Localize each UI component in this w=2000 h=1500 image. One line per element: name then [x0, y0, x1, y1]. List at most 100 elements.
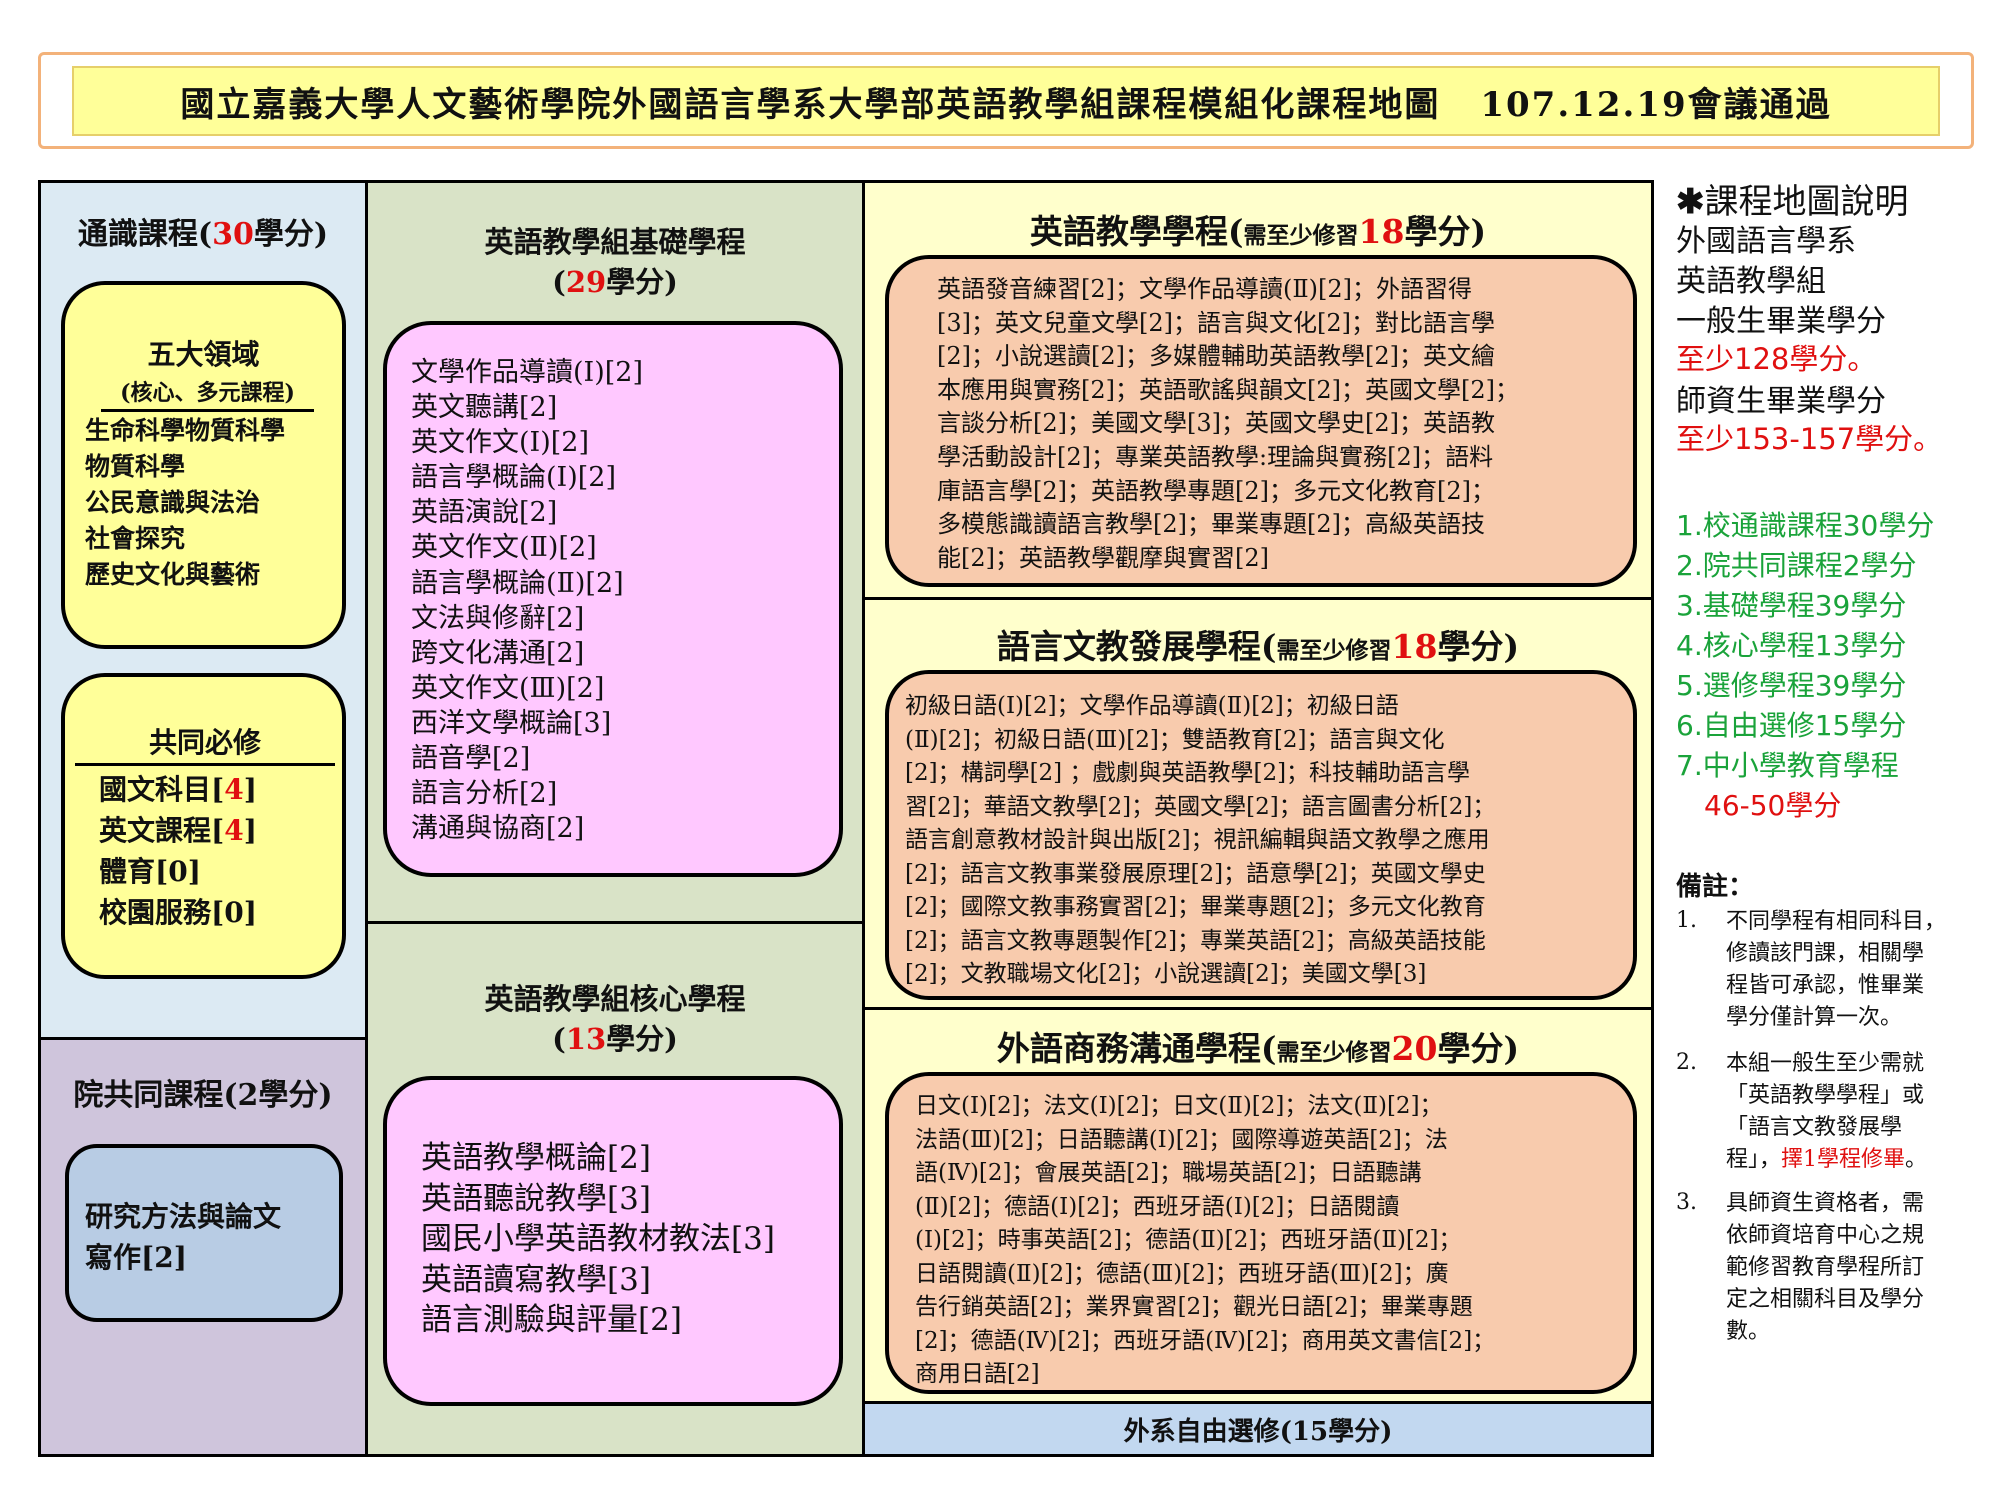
common-required-box: 共同必修 國文科目[4] 英文課程[4] 體育[0] 校園服務[0]: [61, 673, 346, 979]
list-item: 公民意識與法治: [85, 488, 261, 517]
course-line: 能[2]；英語教學觀摩與實習[2]: [937, 543, 1269, 572]
credit-list-item: 46-50學分: [1704, 789, 1842, 822]
english-teaching-courses-box: 英語發音練習[2]；文學作品導讀(Ⅱ)[2]；外語習得 [3]；英文兒童文學[2…: [885, 255, 1637, 587]
course-item: 英文作文(Ⅲ)[2]: [411, 672, 605, 704]
course-item: 語言分析[2]: [411, 778, 558, 810]
credit-list-item: 2.院共同課程2學分: [1676, 549, 1917, 582]
remark-number: 1.: [1676, 908, 1697, 933]
course-item: 語言測驗與評量[2]: [421, 1302, 682, 1338]
credit-list-item: 6.自由選修15學分: [1676, 709, 1907, 742]
language-culture-panel: 語言文教發展學程(需至少修習18學分) 初級日語(Ⅰ)[2]；文學作品導讀(Ⅱ)…: [862, 597, 1654, 1010]
course-line: 習[2]；華語文教學[2]；英國文學[2]；語言圖書分析[2]；: [905, 793, 1496, 820]
course-line: 言談分析[2]；美國文學[3]；英國文學史[2]；英語教: [937, 409, 1495, 438]
five-areas-subtitle: (核心、多元課程): [101, 375, 314, 412]
basic-program-caption: 英語教學組基礎學程: [484, 225, 746, 259]
title-date: 107.12.19會議通過: [1480, 84, 1832, 125]
course-line: 本應用與實務[2]；英語歌謠與韻文[2]；英國文學[2]；: [937, 375, 1519, 404]
list-item: 生命科學物質科學: [85, 416, 286, 445]
course-item: 跨文化溝通[2]: [411, 637, 585, 669]
course-item: 英文聽講[2]: [411, 392, 558, 424]
list-item: 物質科學: [85, 452, 186, 481]
english-teaching-panel: 英語教學學程(需至少修習18學分) 英語發音練習[2]；文學作品導讀(Ⅱ)[2]…: [862, 180, 1654, 600]
five-areas-box: 五大領域 (核心、多元課程) 生命科學物質科學 物質科學 公民意識與法治 社會探…: [61, 281, 346, 649]
basic-courses-list: 文學作品導讀(Ⅰ)[2] 英文聽講[2] 英文作文(Ⅰ)[2] 語言學概論(Ⅰ)…: [411, 355, 643, 846]
course-line: (Ⅰ)[2]；時事英語[2]；德語(Ⅱ)[2]；西班牙語(Ⅱ)[2]；: [915, 1227, 1462, 1253]
notes-intro-line: 一般生畢業學分: [1676, 304, 1886, 339]
course-line: 日語閱讀(Ⅱ)[2]；德語(Ⅲ)[2]；西班牙語(Ⅲ)[2]；廣: [915, 1260, 1449, 1287]
course-line: [2]；文教職場文化[2]；小說選讀[2]；美國文學[3]: [905, 961, 1427, 987]
credit-list-item: 5.選修學程39學分: [1676, 669, 1907, 702]
course-line: 庫語言學[2]；英語教學專題[2]；多元文化教育[2]；: [937, 476, 1495, 505]
basic-program-panel: 英語教學組基礎學程 (29學分) 文學作品導讀(Ⅰ)[2] 英文聽講[2] 英文…: [365, 180, 865, 924]
course-item: 英語教學概論[2]: [421, 1140, 651, 1176]
course-item: 國民小學英語教材教法[3]: [421, 1221, 775, 1257]
course-line: 商用日語[2]: [915, 1361, 1040, 1387]
notes-intro-line: 外國語言學系: [1676, 224, 1856, 259]
course-item: 語言學概論(Ⅱ)[2]: [411, 567, 624, 599]
course-line: 語(Ⅳ)[2]；會展英語[2]；職場英語[2]；日語聽講: [915, 1160, 1422, 1186]
remark-3: 具師資生資格者，需 依師資培育中心之規 範修習教育學程所訂 定之相關科目及學分 …: [1726, 1191, 1925, 1344]
course-line: 學活動設計[2]；專業英語教學:理論與實務[2]；語料: [937, 442, 1494, 471]
english-teaching-caption: 英語教學學程(需至少修習18學分): [1029, 212, 1487, 251]
course-line: 日文(Ⅰ)[2]；法文(Ⅰ)[2]；日文(Ⅱ)[2]；法文(Ⅱ)[2]；: [915, 1093, 1443, 1119]
notes-title: ✱課程地圖說明: [1676, 182, 1909, 222]
business-communication-panel: 外語商務溝通學程(需至少修習20學分) 日文(Ⅰ)[2]；法文(Ⅰ)[2]；日文…: [862, 1007, 1654, 1404]
course-line: (Ⅱ)[2]；初級日語(Ⅲ)[2]；雙語教育[2]；語言與文化: [905, 726, 1445, 753]
course-item: 英文作文(Ⅱ)[2]: [411, 532, 597, 564]
language-culture-courses-box: 初級日語(Ⅰ)[2]；文學作品導讀(Ⅱ)[2]；初級日語 (Ⅱ)[2]；初級日語…: [885, 670, 1637, 1000]
core-program-credits: (13學分): [552, 1022, 678, 1056]
college-common-panel: 院共同課程(2學分) 研究方法與論文 寫作[2]: [38, 1037, 368, 1457]
list-item: 校園服務[0]: [99, 896, 257, 929]
course-map-notes: ✱課程地圖說明 外國語言學系 英語教學組 一般生畢業學分 至少128學分。 師資…: [1676, 174, 1996, 1474]
credit-list-item: 4.核心學程13學分: [1676, 629, 1907, 662]
course-item: 英語讀寫教學[3]: [421, 1261, 651, 1298]
common-required-list: 國文科目[4] 英文課程[4] 體育[0] 校園服務[0]: [99, 769, 257, 933]
course-line: 研究方法與論文: [85, 1200, 282, 1233]
core-courses-box: 英語教學概論[2] 英語聽說教學[3] 國民小學英語教材教法[3] 英語讀寫教學…: [383, 1076, 843, 1406]
free-elective-caption: 外系自由選修(15學分): [1123, 1416, 1393, 1447]
course-line: 寫作[2]: [85, 1241, 187, 1274]
course-item: 溝通與協商[2]: [411, 813, 585, 845]
research-methods-box: 研究方法與論文 寫作[2]: [65, 1144, 343, 1322]
business-communication-courses-box: 日文(Ⅰ)[2]；法文(Ⅰ)[2]；日文(Ⅱ)[2]；法文(Ⅱ)[2]； 法語(…: [885, 1072, 1637, 1394]
language-culture-caption: 語言文教發展學程(需至少修習18學分): [996, 627, 1520, 666]
course-item: 語言學概論(Ⅰ)[2]: [411, 462, 616, 494]
core-program-caption: 英語教學組核心學程: [484, 982, 746, 1016]
list-item: 歷史文化與藝術: [85, 560, 261, 589]
course-line: [2]；小說選讀[2]；多媒體輔助英語教學[2]；英文繪: [937, 342, 1495, 371]
remark-2: 本組一般生至少需就 「英語教學學程」或 「語言文教發展學 程」，擇1學程修畢。: [1726, 1051, 1928, 1172]
basic-program-credits: (29學分): [552, 265, 678, 299]
course-item: 英語演說[2]: [411, 497, 558, 529]
english-teaching-courses: 英語發音練習[2]；文學作品導讀(Ⅱ)[2]；外語習得 [3]；英文兒童文學[2…: [937, 273, 1519, 575]
teacher-credits-label: 師資生畢業學分: [1676, 384, 1886, 419]
course-line: [2]；構詞學[2] ；戲劇與英語教學[2]；科技輔助語言學: [905, 760, 1471, 786]
course-line: [2]；國際文教事務實習[2]；畢業專題[2]；多元文化教育: [905, 894, 1486, 920]
course-line: 語言創意教材設計與出版[2]；視訊編輯與語文教學之應用: [905, 827, 1490, 853]
remark-1: 不同學程有相同科目， 修讀該門課，相關學 程皆可承認，惟畢業 學分僅計算一次。: [1726, 909, 1947, 1030]
course-line: 法語(Ⅲ)[2]；日語聽講(Ⅰ)[2]；國際導遊英語[2]；法: [915, 1126, 1448, 1153]
credit-list-item: 1.校通識課程30學分: [1676, 509, 1935, 542]
course-line: (Ⅱ)[2]；德語(Ⅰ)[2]；西班牙語(Ⅰ)[2]；日語閱讀: [915, 1193, 1400, 1220]
general-min-credits: 至少128學分。: [1676, 342, 1877, 376]
list-item: 社會探究: [85, 524, 186, 553]
course-line: 英語發音練習[2]；文學作品導讀(Ⅱ)[2]；外語習得: [937, 275, 1473, 303]
teacher-min-credits: 至少153-157學分。: [1676, 422, 1943, 456]
course-item: 語音學[2]: [411, 743, 531, 775]
language-culture-courses: 初級日語(Ⅰ)[2]；文學作品導讀(Ⅱ)[2]；初級日語 (Ⅱ)[2]；初級日語…: [905, 690, 1495, 992]
common-required-title: 共同必修: [75, 721, 335, 766]
core-courses-list: 英語教學概論[2] 英語聽說教學[3] 國民小學英語教材教法[3] 英語讀寫教學…: [421, 1138, 775, 1341]
page-title: 國立嘉義大學人文藝術學院外國語言學系大學部英語教學組課程模組化課程地圖 107.…: [72, 66, 1940, 136]
remarks-title: 備註：: [1676, 872, 1755, 902]
course-item: 英文作文(Ⅰ)[2]: [411, 427, 589, 459]
asterisk-icon: ✱: [1676, 182, 1705, 222]
business-communication-caption: 外語商務溝通學程(需至少修習20學分): [996, 1029, 1520, 1068]
free-elective-panel: 外系自由選修(15學分): [862, 1401, 1654, 1457]
five-areas-list: 生命科學物質科學 物質科學 公民意識與法治 社會探究 歷史文化與藝術: [85, 413, 285, 593]
course-item: 文學作品導讀(Ⅰ)[2]: [411, 357, 643, 388]
course-line: 告行銷英語[2]；業界實習[2]；觀光日語[2]；畢業專題: [915, 1294, 1473, 1320]
course-item: 英語聽說教學[3]: [421, 1180, 651, 1217]
list-item: 國文科目[4]: [99, 773, 257, 806]
credit-list-item: 3.基礎學程39學分: [1676, 589, 1907, 622]
remark-number: 3.: [1676, 1190, 1697, 1215]
course-line: [2]；語言文教事業發展原理[2]；語意學[2]；英國文學史: [905, 860, 1486, 887]
